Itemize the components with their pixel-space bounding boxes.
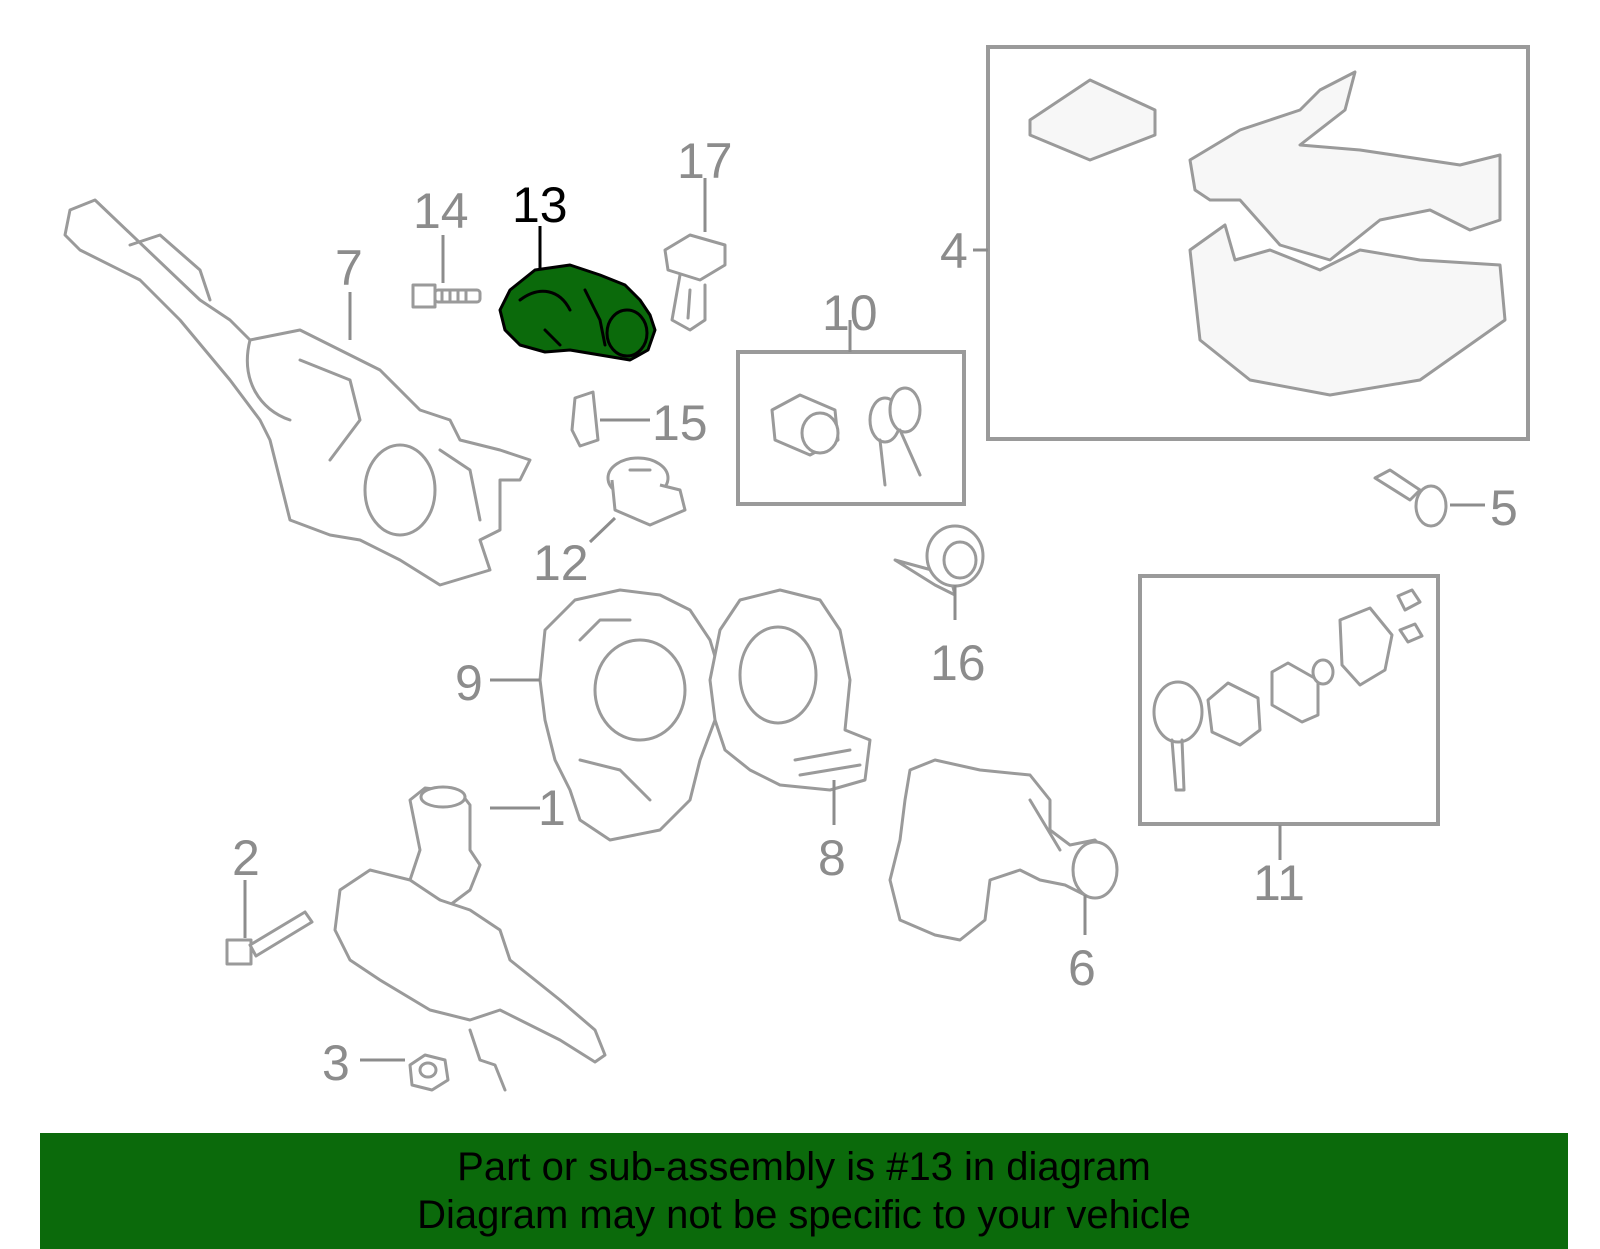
banner-line-2: Diagram may not be specific to your vehi… bbox=[417, 1193, 1191, 1237]
callout-labels: 7 14 13 17 15 12 10 4 5 16 9 8 11 6 1 2 … bbox=[232, 133, 1518, 1091]
part-12-switch[interactable] bbox=[606, 456, 687, 527]
part-15-clip[interactable] bbox=[570, 390, 600, 448]
part-6-light-switch[interactable] bbox=[888, 758, 1119, 942]
callout-7: 7 bbox=[335, 240, 363, 296]
callout-12: 12 bbox=[533, 535, 589, 591]
callout-5: 5 bbox=[1490, 480, 1518, 536]
callout-17: 17 bbox=[677, 133, 733, 189]
callout-9: 9 bbox=[455, 655, 483, 711]
part-8-sensor[interactable] bbox=[708, 588, 872, 792]
callout-6: 6 bbox=[1068, 940, 1096, 996]
part-14-bolt[interactable] bbox=[411, 283, 482, 309]
parts-diagram: 7 14 13 17 15 12 10 4 5 16 9 8 11 6 1 2 … bbox=[63, 45, 1530, 1092]
part-16-bracket[interactable] bbox=[893, 524, 985, 597]
part-10-lock-set[interactable] bbox=[736, 350, 966, 506]
part-11-key-remote-set[interactable] bbox=[1138, 574, 1440, 826]
callout-14: 14 bbox=[413, 183, 469, 239]
part-13-ignition-switch[interactable] bbox=[498, 263, 657, 362]
callout-10: 10 bbox=[822, 285, 878, 341]
part-9-spiral-cable[interactable] bbox=[538, 588, 724, 842]
part-17-connector[interactable] bbox=[663, 233, 727, 332]
callout-2: 2 bbox=[232, 830, 260, 886]
part-7-combination-switch[interactable] bbox=[63, 198, 532, 587]
part-3-nut[interactable] bbox=[408, 1053, 450, 1092]
callout-4: 4 bbox=[940, 223, 968, 279]
callout-15: 15 bbox=[652, 395, 708, 451]
part-5-screw[interactable] bbox=[1373, 468, 1448, 528]
info-banner: Part or sub-assembly is #13 in diagram D… bbox=[40, 1133, 1568, 1249]
callout-3: 3 bbox=[322, 1035, 350, 1091]
banner-line-1: Part or sub-assembly is #13 in diagram bbox=[457, 1145, 1151, 1189]
part-1-steering-column[interactable] bbox=[333, 785, 607, 1092]
part-4-column-cover[interactable] bbox=[986, 45, 1530, 441]
callout-13: 13 bbox=[512, 177, 568, 233]
part-2-bolt[interactable] bbox=[225, 910, 314, 966]
callout-11: 11 bbox=[1253, 855, 1305, 911]
leader-lines bbox=[243, 178, 1485, 1062]
callout-16: 16 bbox=[930, 635, 986, 691]
callout-8: 8 bbox=[818, 830, 846, 886]
callout-1: 1 bbox=[538, 780, 566, 836]
